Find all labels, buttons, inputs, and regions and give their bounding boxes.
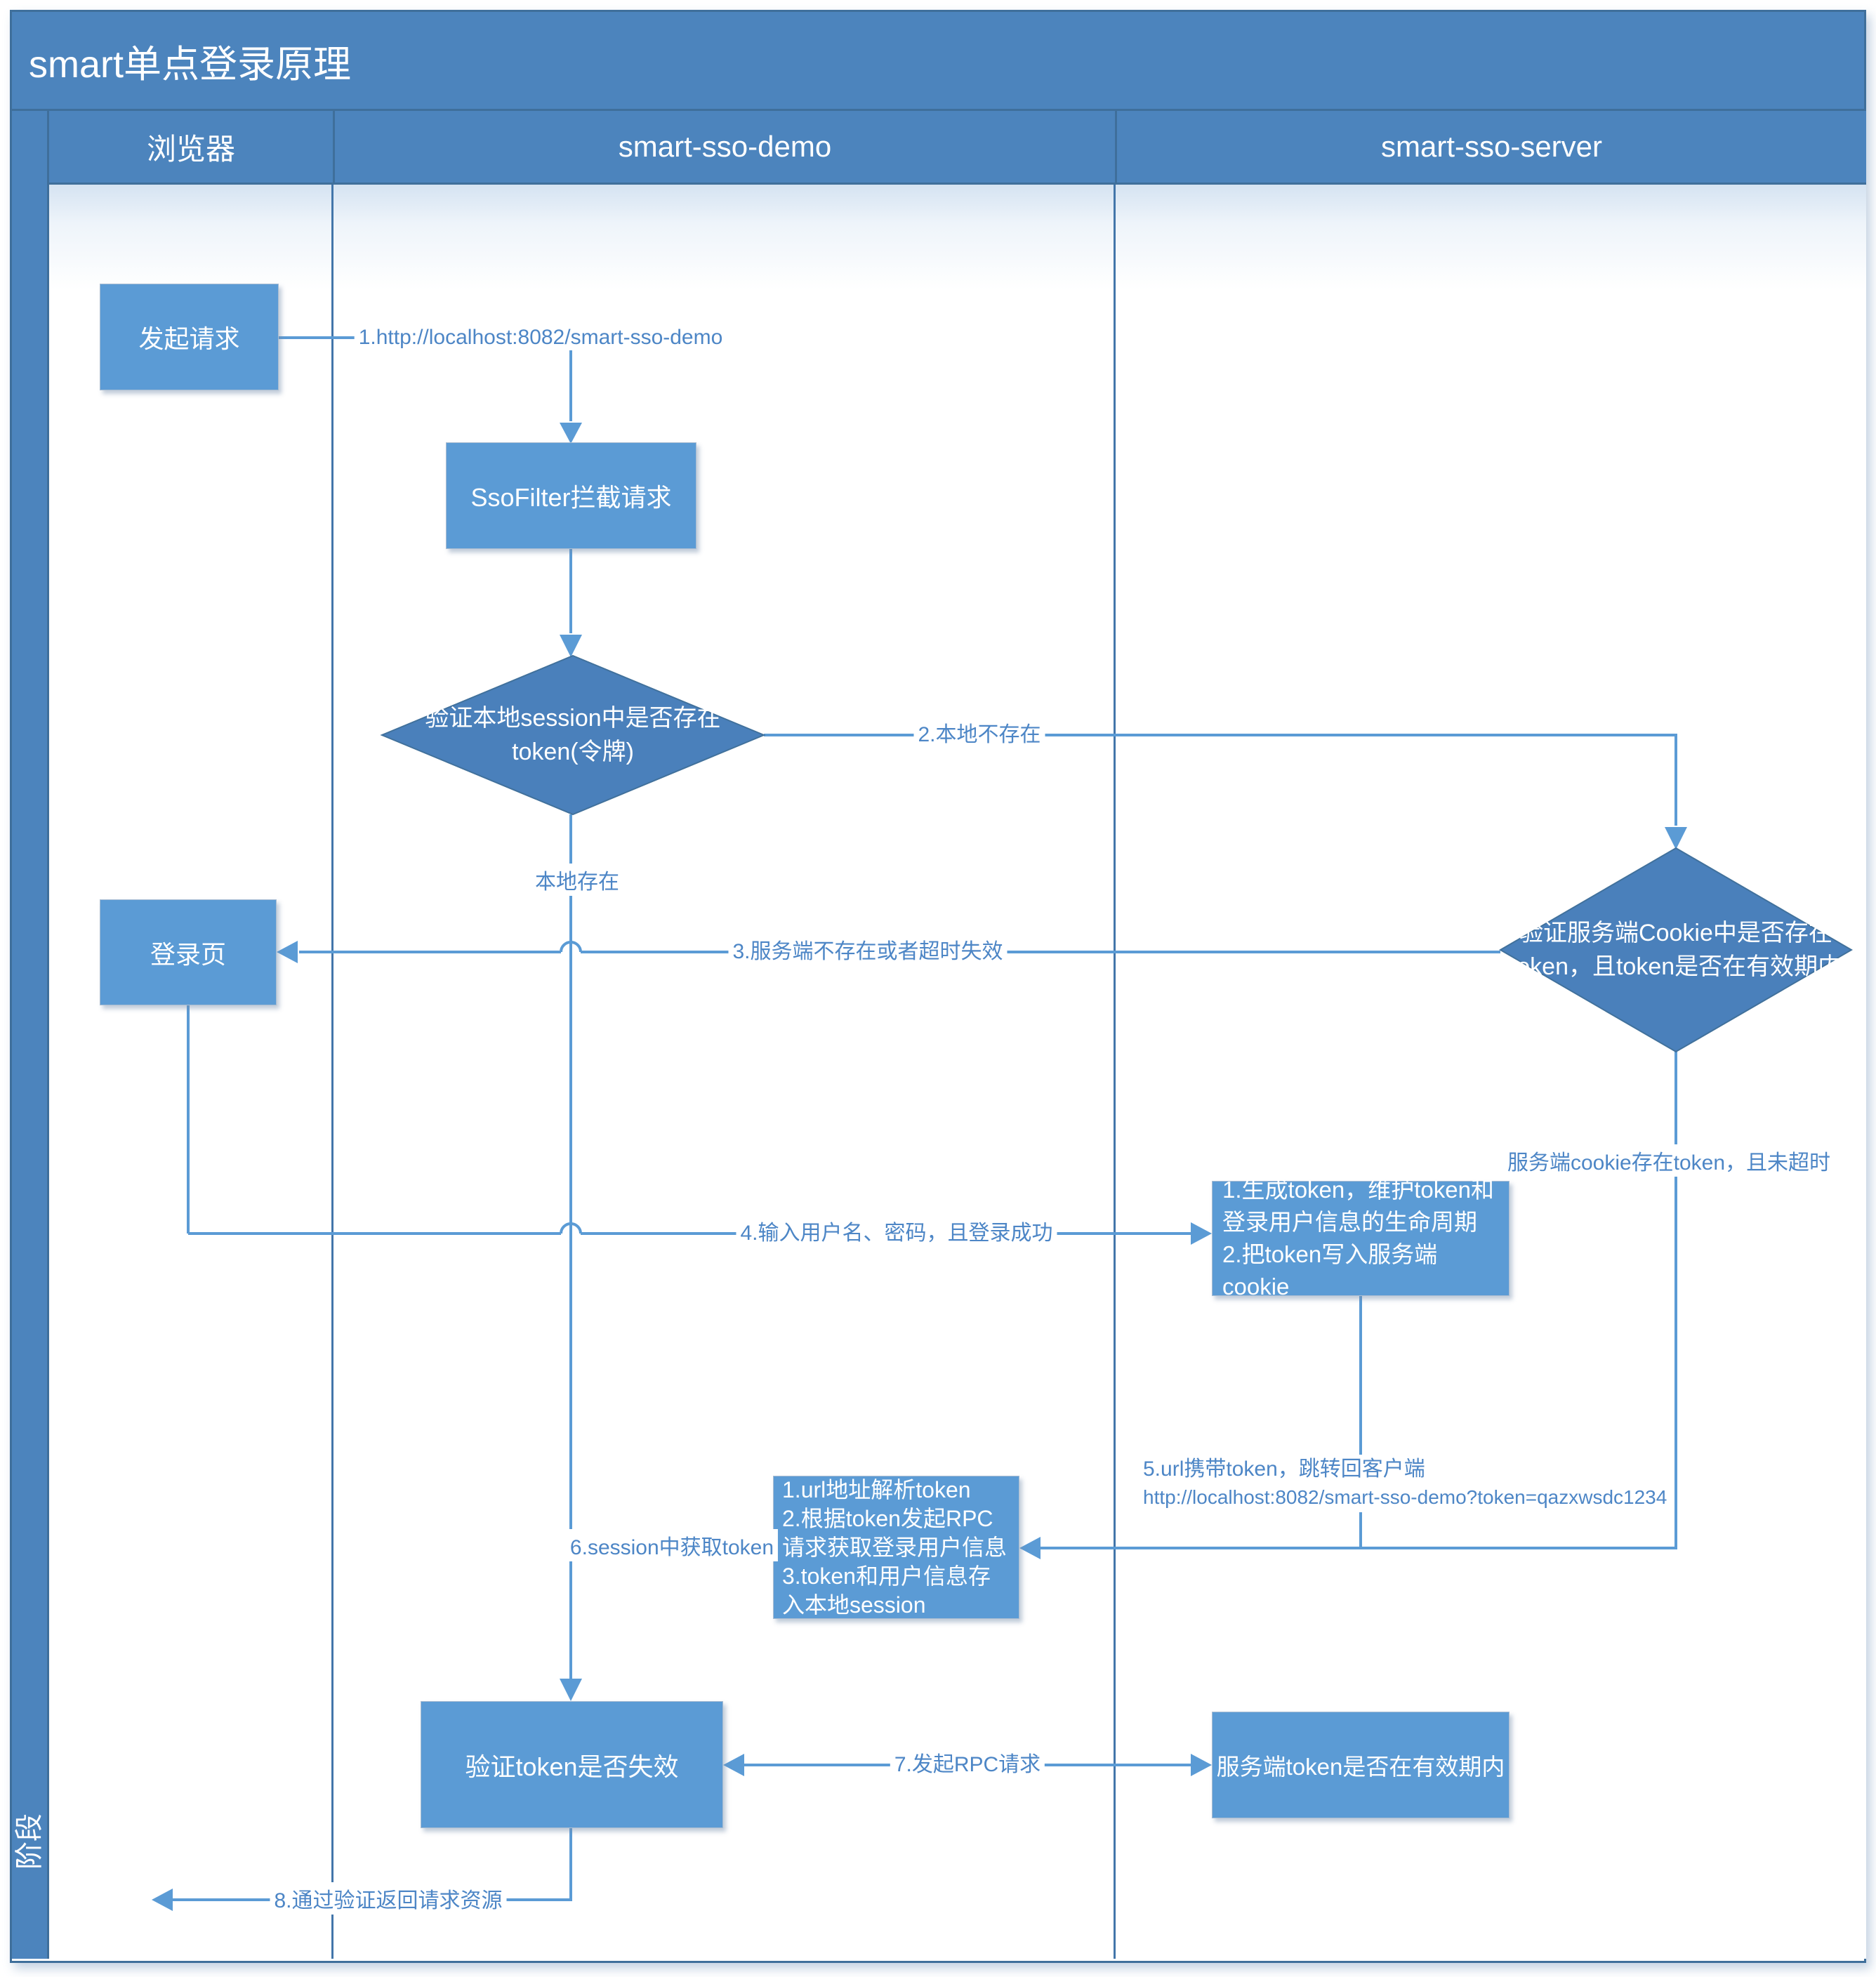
arrowhead-into-cookie-check: [1665, 827, 1687, 849]
edge-label-1-request-url: 1.http://localhost:8082/smart-sso-demo: [354, 325, 727, 350]
decision-local-session-shape: [380, 654, 766, 816]
lane-header-smart-sso-demo: smart-sso-demo: [333, 111, 1115, 185]
edge-label-7-rpc: 7.发起RPC请求: [890, 1746, 1045, 1778]
node-login-page: 登录页: [100, 899, 277, 1005]
node-server-token-check: 服务端token是否在有效期内: [1212, 1712, 1510, 1818]
node-generate-token: 1.生成token，维护token和登录用户信息的生命周期 2.把token写入…: [1212, 1177, 1510, 1300]
edge-label-local-exists: 本地存在: [531, 864, 623, 896]
edge-label-cookie-valid: 服务端cookie存在token，且未超时: [1502, 1144, 1835, 1177]
edge-label-5-redirect: 5.url携带token，跳转回客户端 http://localhost:808…: [1139, 1455, 1672, 1512]
arrowhead-into-parse-token: [1019, 1537, 1041, 1559]
node-parse-token: 1.url地址解析token 2.根据token发起RPC请求获取登录用户信息 …: [773, 1476, 1019, 1619]
decision-server-cookie-shape: [1499, 847, 1853, 1053]
edge-label-5-line2: http://localhost:8082/smart-sso-demo?tok…: [1143, 1486, 1667, 1508]
lane-divider-1: [331, 185, 333, 1959]
arrowhead-into-verify-token: [560, 1679, 582, 1701]
lane-divider-2: [1114, 185, 1116, 1959]
decision-server-cookie-label: 验证服务端Cookie中是否存在 token，且token是否在有效期内: [1510, 920, 1842, 980]
lane-header-smart-sso-server: smart-sso-server: [1115, 111, 1866, 185]
decision-local-session-label: 验证本地session中是否存在 token(令牌): [425, 705, 721, 765]
arrowhead-rpc-right: [1191, 1754, 1212, 1776]
arrowhead-rpc-left: [723, 1754, 744, 1776]
edge-label-2-local-missing: 2.本地不存在: [913, 716, 1045, 748]
connector-5-redirect: [1039, 1052, 1677, 1549]
connector-4-login-success: [187, 1005, 1192, 1235]
lane-header-smart-sso-demo-label: smart-sso-demo: [618, 130, 832, 163]
lane-header-browser-label: 浏览器: [146, 132, 235, 166]
node-sso-filter: SsoFilter拦截请求: [446, 442, 696, 549]
page-title: smart单点登录原理: [29, 43, 351, 86]
edge-label-3-server-missing: 3.服务端不存在或者超时失效: [728, 933, 1008, 965]
edge-label-4-login-success: 4.输入用户名、密码，且登录成功: [736, 1215, 1057, 1247]
arrowhead-into-local-check: [560, 635, 582, 657]
lane-header-smart-sso-server-label: smart-sso-server: [1380, 130, 1603, 163]
title-bar: smart单点登录原理: [12, 12, 1864, 111]
arrowhead-into-filter: [560, 423, 582, 444]
arrowhead-return-left: [152, 1889, 173, 1911]
node-request: 发起请求: [100, 284, 279, 390]
arrowhead-into-login-page: [277, 941, 298, 963]
edge-label-8-return: 8.通过验证返回请求资源: [270, 1882, 507, 1915]
lane-header-browser: 浏览器: [49, 111, 333, 185]
phase-band: 阶段: [12, 111, 49, 1959]
node-verify-token: 验证token是否失效: [421, 1701, 723, 1828]
connector-2-local-missing: [764, 734, 1677, 826]
arrowhead-into-generate-token: [1191, 1222, 1212, 1245]
edge-label-5-line1: 5.url携带token，跳转回客户端: [1143, 1457, 1425, 1481]
lane-body: [49, 185, 1866, 1959]
edge-label-6-session-token: 6.session中获取token: [565, 1529, 779, 1561]
